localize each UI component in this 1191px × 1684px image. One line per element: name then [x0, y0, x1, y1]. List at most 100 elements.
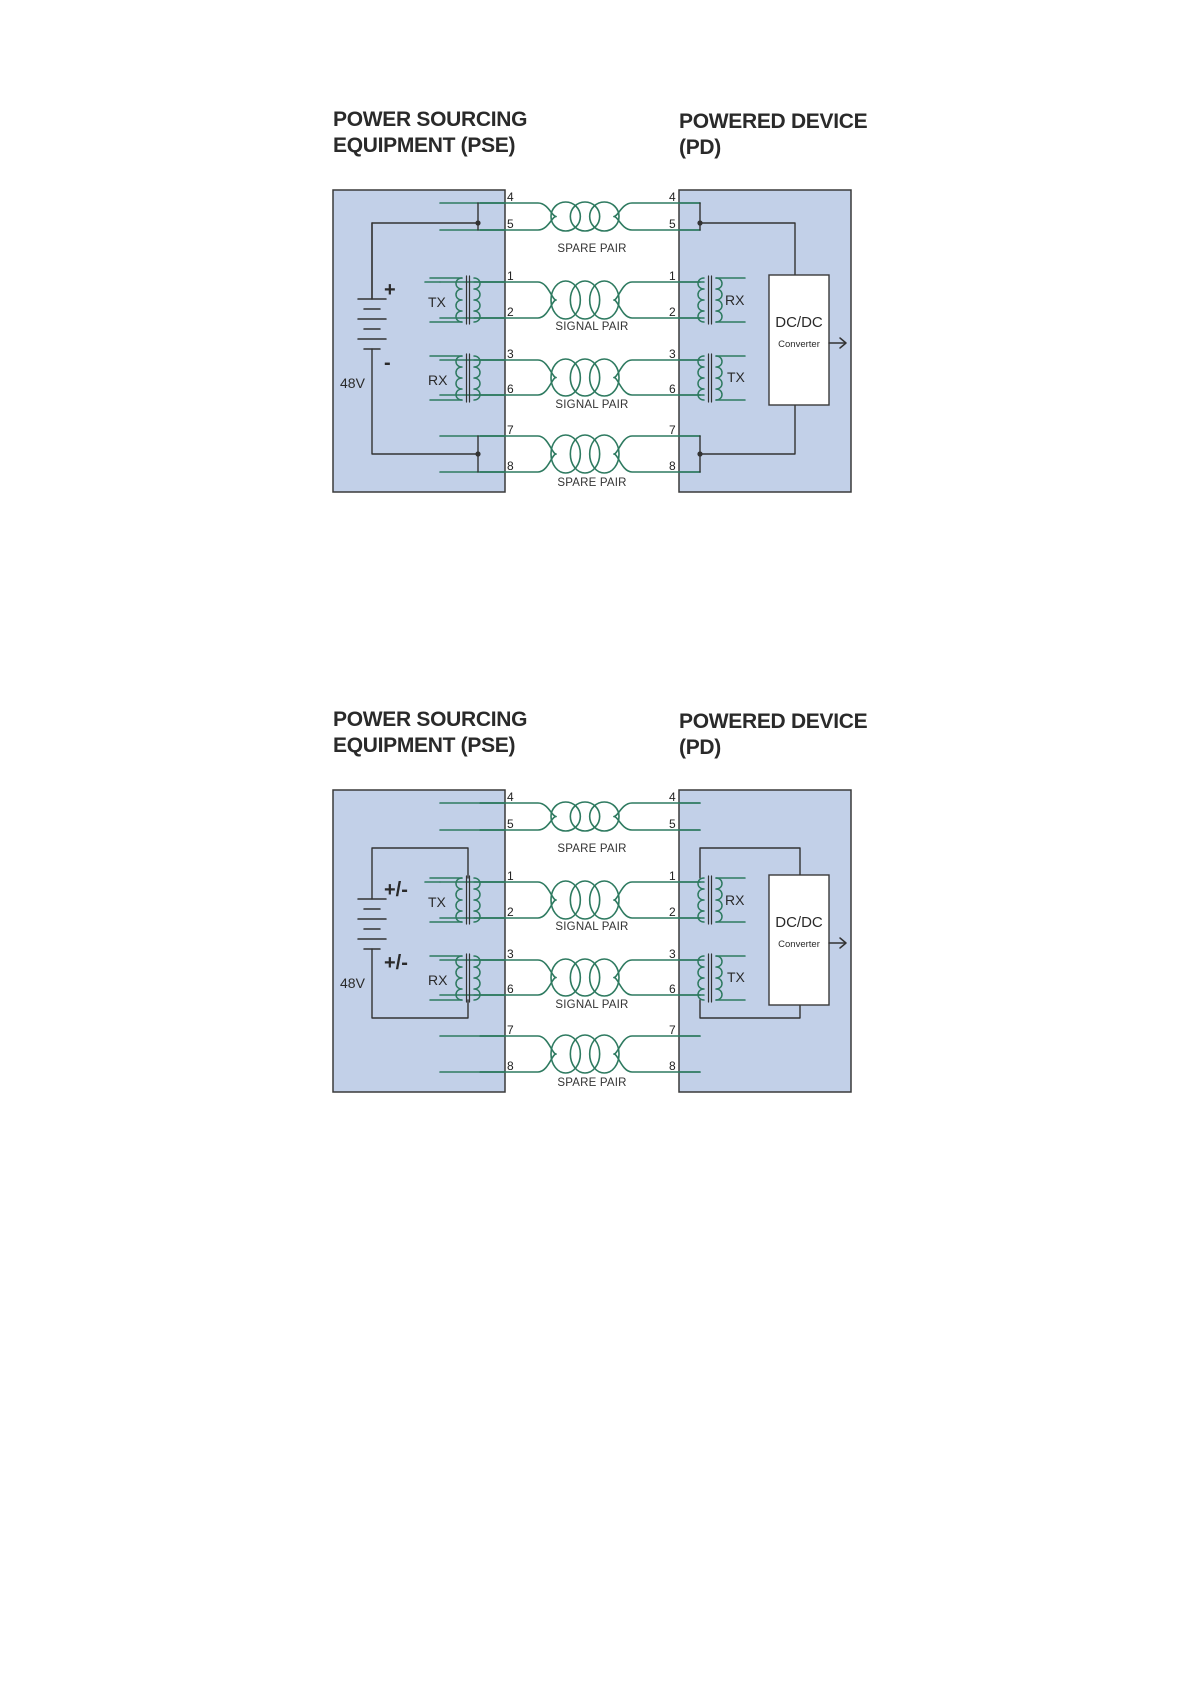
pd-rx-transformer	[697, 275, 723, 325]
pse-tx-transformer	[455, 275, 481, 325]
twist-loop	[550, 958, 582, 997]
pin-number: 8	[669, 1059, 676, 1073]
pair-wire-bottom-left	[479, 815, 557, 831]
pin-number: 2	[669, 905, 676, 919]
pin-number: 2	[507, 305, 514, 319]
transformer-coil-left	[697, 277, 705, 323]
power-wire-top	[371, 222, 479, 300]
pair-wire-top-left	[479, 281, 557, 301]
pair-wire-top-left	[479, 959, 557, 979]
power-wiring	[371, 847, 801, 1019]
pair-wire-bottom-left	[479, 453, 557, 473]
pair-wire-top-left	[479, 1035, 557, 1055]
twisted-pair	[479, 1034, 701, 1074]
pin-number: 4	[669, 190, 676, 204]
pin-number: 6	[507, 982, 514, 996]
voltage-label: 48V	[340, 975, 366, 991]
pair-label: SPARE PAIR	[557, 843, 626, 855]
twist-loop	[569, 434, 601, 474]
transformer-coil-right	[715, 277, 723, 323]
junction-dot	[475, 220, 481, 226]
pair-wire-top-left	[479, 802, 557, 818]
pse-rx-transformer	[455, 953, 481, 1003]
twist-loop	[569, 801, 601, 832]
pse-title-line: EQUIPMENT (PSE)	[333, 134, 515, 157]
pin-number: 7	[669, 1023, 676, 1037]
pair-wire-bottom-right	[613, 299, 701, 319]
pair-wire-top-right	[613, 959, 701, 979]
pin-number: 3	[507, 947, 514, 961]
pse-rx-label: RX	[428, 972, 448, 988]
transformer-coil-left	[697, 955, 705, 1001]
junction-dot	[475, 451, 481, 457]
transformer-coil-left	[455, 277, 463, 323]
pin-number: 6	[669, 982, 676, 996]
pin-number: 2	[507, 905, 514, 919]
twisted-pair	[479, 958, 701, 997]
pair-label: SIGNAL PAIR	[555, 921, 628, 933]
twist-loop	[550, 358, 582, 397]
pair-wire-bottom-right	[613, 215, 701, 231]
pd-title: POWERED DEVICE(PD)	[679, 710, 868, 759]
transformer-coil-right	[473, 355, 481, 401]
twist-loop	[550, 880, 582, 920]
pin-number: 8	[669, 459, 676, 473]
transformer-coil-left	[697, 355, 705, 401]
twisted-pair	[479, 201, 701, 232]
battery-bottom-sign: -	[384, 352, 391, 374]
pair-wire-top-right	[613, 881, 701, 901]
pd-tx-label: TX	[727, 969, 746, 985]
pin-number: 5	[669, 217, 676, 231]
power-wire-bottom	[371, 348, 479, 455]
pair-wire-bottom-right	[613, 376, 701, 396]
pse-box	[332, 789, 506, 1093]
pse-rx-label: RX	[428, 372, 448, 388]
voltage-label: 48V	[340, 375, 366, 391]
pair-wire-top-right	[613, 435, 701, 455]
pin-number: 3	[669, 347, 676, 361]
pd-power-top	[699, 222, 796, 276]
twist-loop	[569, 880, 601, 920]
transformer-coil-right	[473, 877, 481, 923]
pd-title: POWERED DEVICE(PD)	[679, 110, 868, 159]
twist-loop	[588, 880, 620, 920]
pin-number: 5	[507, 817, 514, 831]
pair-label: SIGNAL PAIR	[555, 321, 628, 333]
pin-number: 5	[669, 817, 676, 831]
twist-loop	[550, 201, 582, 232]
pair-wire-bottom-left	[479, 299, 557, 319]
converter-title: DC/DC	[775, 314, 823, 331]
transformer-coil-right	[715, 355, 723, 401]
twist-loop	[550, 1034, 582, 1074]
pd-title-line: (PD)	[679, 136, 721, 159]
power-wiring	[371, 202, 796, 473]
transformer-coil-left	[455, 955, 463, 1001]
twisted-pair	[479, 801, 701, 832]
output-arrow-icon	[839, 337, 847, 349]
twisted-pair	[479, 880, 701, 920]
converter-subtitle: Converter	[778, 939, 820, 950]
pair-wire-bottom-left	[479, 376, 557, 396]
pin-number: 1	[507, 269, 514, 283]
pair-wire-bottom-left	[479, 976, 557, 996]
pair-wire-top-right	[613, 802, 701, 818]
pair-wire-bottom-right	[613, 1053, 701, 1073]
pair-wire-top-right	[613, 281, 701, 301]
converter-subtitle: Converter	[778, 339, 820, 350]
pair-label: SIGNAL PAIR	[555, 999, 628, 1011]
pair-wire-top-right	[613, 202, 701, 218]
pair-label: SPARE PAIR	[557, 477, 626, 489]
battery-icon: +-48V	[340, 279, 396, 391]
pair-label: SPARE PAIR	[557, 1077, 626, 1089]
dc-dc-converter: DC/DC Converter	[768, 274, 847, 406]
pse-title-line: POWER SOURCING	[333, 708, 527, 731]
twist-loop	[569, 1034, 601, 1074]
